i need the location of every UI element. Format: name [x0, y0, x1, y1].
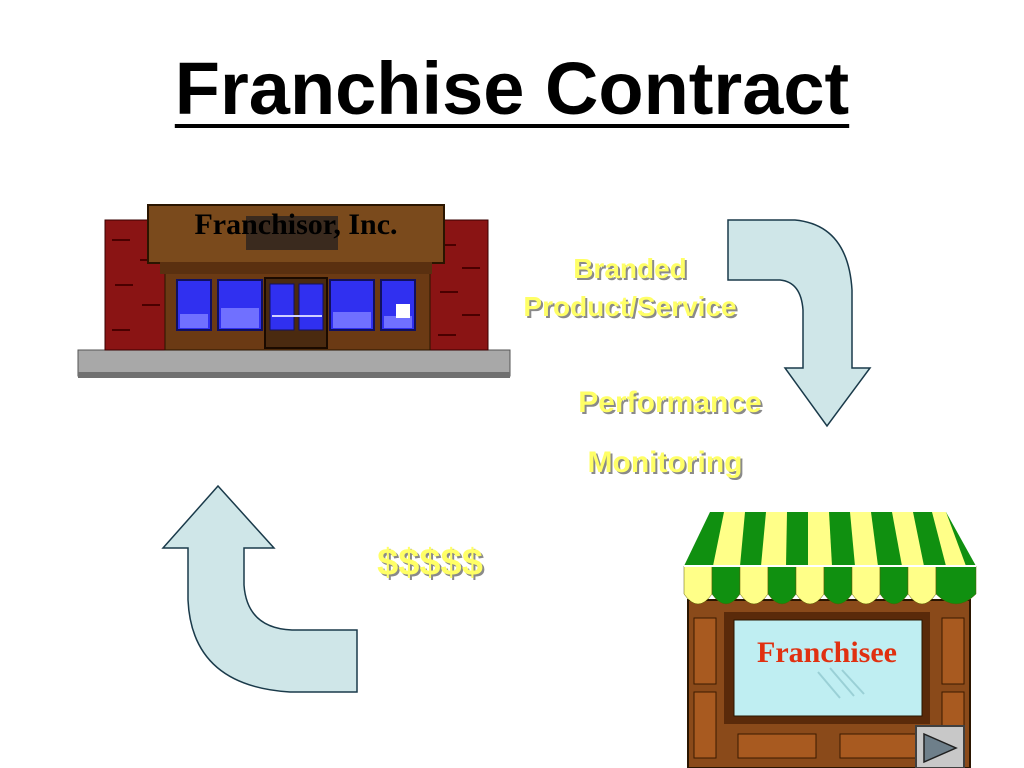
- play-button-icon[interactable]: [915, 725, 965, 768]
- slide-title: Franchise Contract: [174, 47, 850, 130]
- curved-arrow-down-icon: [727, 219, 872, 428]
- money-label: $$$$$: [377, 542, 483, 584]
- performance-label: Performance: [578, 386, 762, 419]
- curved-arrow-up-icon: [161, 484, 358, 693]
- branded-product-label: Branded Product/Service: [523, 253, 737, 322]
- franchisor-sign: Franchisor, Inc.: [194, 208, 398, 241]
- franchisor-store-icon: [77, 204, 511, 378]
- franchisee-sign: Franchisee: [757, 636, 897, 669]
- monitoring-label: Monitoring: [587, 446, 743, 479]
